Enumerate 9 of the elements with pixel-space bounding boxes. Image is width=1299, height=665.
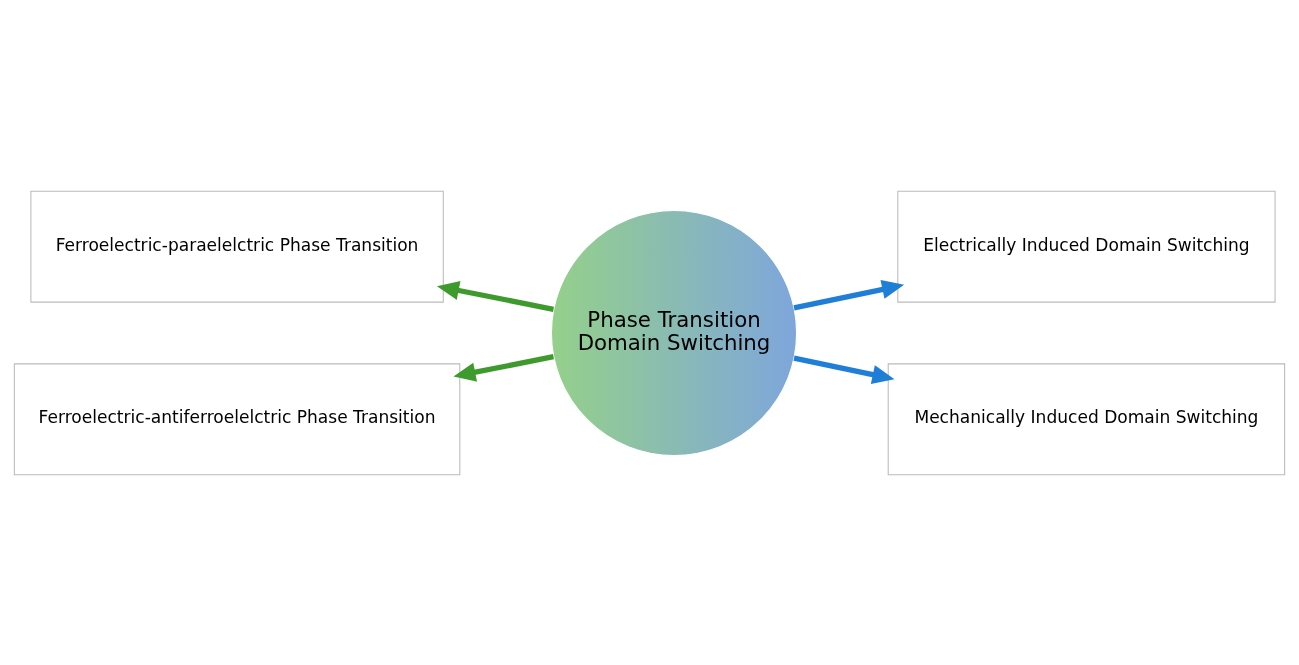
arrow bbox=[793, 354, 895, 384]
arrow bbox=[793, 279, 905, 311]
arrow bbox=[436, 280, 554, 312]
node-box: Electrically Induced Domain Switching bbox=[897, 190, 1276, 303]
node-box: Mechanically Induced Domain Switching bbox=[887, 362, 1286, 475]
arrow bbox=[453, 353, 554, 382]
node-circle: Phase Transition Domain Switching bbox=[550, 209, 798, 456]
node-box: Ferroelectric-antiferroelelctric Phase Transition bbox=[13, 362, 461, 475]
node-box: Ferroelectric-paraelelctric Phase Transition bbox=[30, 190, 444, 303]
